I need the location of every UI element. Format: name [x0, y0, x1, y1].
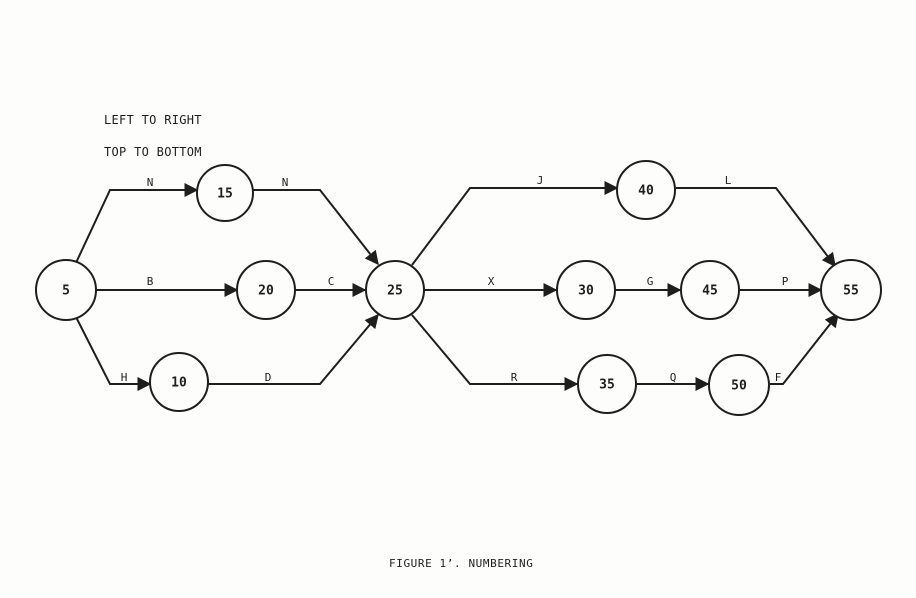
node-label-20: 20 — [258, 284, 274, 299]
edge-30-45: G — [616, 275, 682, 297]
edge-25-35: R — [411, 314, 579, 391]
edge-5-20: B — [96, 275, 239, 297]
figure-caption: FIGURE 1’. NUMBERING — [389, 557, 534, 570]
edge-50-55: F — [770, 312, 839, 385]
node-50: 50 — [708, 354, 770, 416]
edge-10-25: D — [208, 313, 379, 385]
edge-label-25-35: R — [511, 371, 518, 384]
edge-label-30-45: G — [647, 275, 654, 288]
node-30: 30 — [556, 260, 616, 320]
edge-label-45-55: P — [782, 275, 789, 288]
node-45: 45 — [680, 260, 740, 320]
node-label-25: 25 — [387, 284, 403, 299]
edge-label-50-55: F — [775, 371, 782, 384]
node-20: 20 — [236, 260, 296, 320]
node-label-40: 40 — [638, 184, 654, 199]
edge-label-40-55: L — [725, 174, 732, 187]
edge-label-5-20: B — [147, 275, 154, 288]
node-25: 25 — [365, 260, 425, 320]
edge-label-5-10: H — [121, 371, 128, 384]
edge-label-5-15: N — [147, 176, 154, 189]
node-label-15: 15 — [217, 187, 233, 202]
node-40: 40 — [616, 160, 676, 220]
node-label-45: 45 — [702, 284, 718, 299]
edge-label-25-30: X — [488, 275, 495, 288]
edge-label-15-25: N — [282, 176, 289, 189]
node-label-35: 35 — [599, 378, 615, 393]
edge-45-55: P — [740, 275, 823, 297]
edge-label-25-40: J — [537, 174, 544, 187]
edge-label-35-50: Q — [670, 371, 677, 384]
node-label-50: 50 — [731, 379, 747, 394]
edge-20-25: C — [295, 275, 367, 297]
node-label-10: 10 — [171, 376, 187, 391]
edge-35-50: Q — [637, 371, 710, 391]
node-35: 35 — [577, 354, 637, 414]
node-label-5: 5 — [62, 284, 70, 299]
edge-15-25: N — [252, 176, 379, 266]
node-55: 55 — [820, 259, 882, 321]
note-line-2: TOP TO BOTTOM — [104, 145, 202, 159]
edge-label-20-25: C — [328, 275, 335, 288]
node-5: 5 — [35, 259, 97, 321]
note-line-1: LEFT TO RIGHT — [104, 113, 202, 127]
node-label-30: 30 — [578, 284, 594, 299]
edge-5-10: H — [74, 314, 152, 391]
edge-label-10-25: D — [265, 371, 272, 384]
node-label-55: 55 — [843, 284, 859, 299]
edge-25-30: X — [424, 275, 558, 297]
edge-5-15: N — [74, 176, 199, 266]
edge-40-55: L — [676, 174, 836, 268]
node-15: 15 — [196, 164, 254, 222]
edge-25-40: J — [411, 174, 619, 266]
node-10: 10 — [149, 352, 209, 412]
